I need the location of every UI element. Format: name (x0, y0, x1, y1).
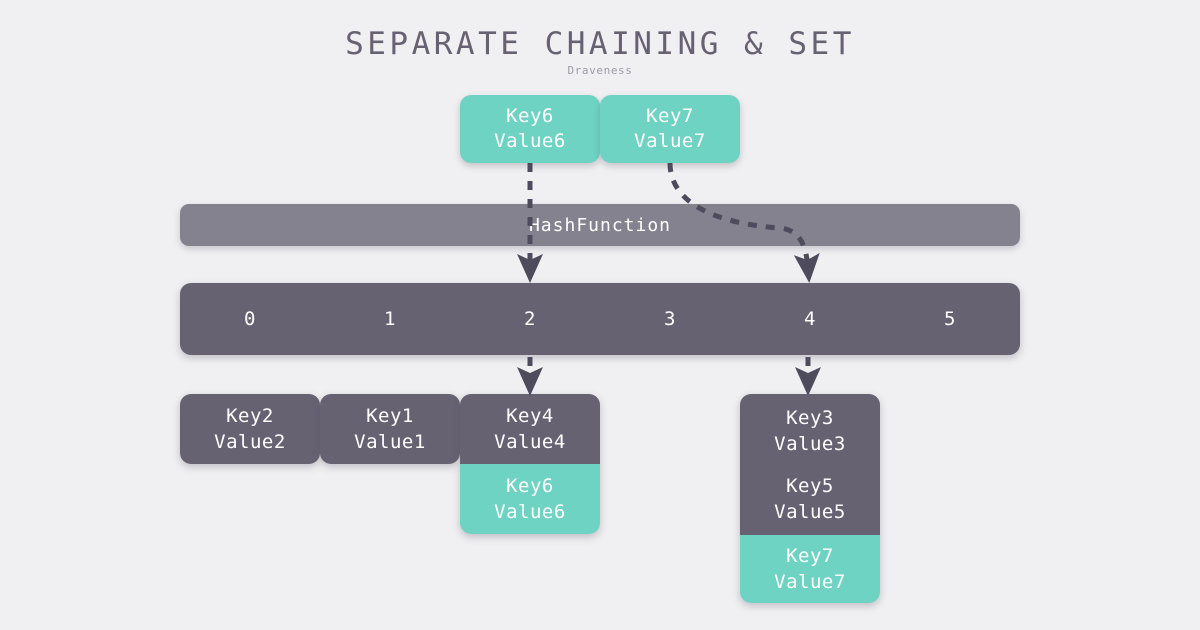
hash-function-bar: HashFunction (180, 204, 1020, 246)
bucket-index-5: 5 (944, 308, 956, 330)
chain-key5-key: Key5 (786, 474, 834, 497)
bucket-cell-5: 5 (880, 283, 1020, 355)
page-title: SEPARATE CHAINING & SET (345, 26, 855, 62)
chain-entry-key1: Key1 Value1 (320, 394, 460, 464)
chain-key2-value: Value2 (214, 431, 286, 453)
page-subtitle: Draveness (567, 64, 633, 77)
chain-key1-key: Key1 (366, 405, 414, 427)
bucket-cell-2: 2 (460, 283, 600, 355)
chain-key3-value: Value3 (774, 432, 846, 455)
input-key6-value: Value6 (494, 130, 566, 152)
bucket-cell-4: 4 (740, 283, 880, 355)
chain-key5-value: Value5 (774, 500, 846, 523)
chain-key2-key: Key2 (226, 405, 274, 427)
hash-function-label: HashFunction (528, 214, 672, 236)
bucket-cell-0: 0 (180, 283, 320, 355)
chain-entries-key3-key5: Key3 Value3 Key5 Value5 (740, 394, 880, 535)
chain-key1-value: Value1 (354, 431, 426, 453)
chain-bucket-1: Key1 Value1 (320, 394, 460, 464)
chain-key4-key: Key4 (506, 405, 554, 427)
chain-key7-value: Value7 (774, 571, 846, 593)
bucket-index-3: 3 (664, 308, 676, 330)
input-key6-key: Key6 (506, 105, 554, 127)
chain-entry-key7: Key7 Value7 (740, 535, 880, 603)
chain-bucket-4: Key3 Value3 Key5 Value5 Key7 Value7 (740, 394, 880, 603)
chain-entry-key4: Key4 Value4 (460, 394, 600, 464)
chain-entry-key6: Key6 Value6 (460, 464, 600, 534)
input-entry-key6: Key6 Value6 (460, 95, 600, 163)
chain-key3-key: Key3 (786, 406, 834, 429)
chain-bucket-0: Key2 Value2 (180, 394, 320, 464)
bucket-array: 0 1 2 3 4 5 (180, 283, 1020, 355)
chain-key6-key: Key6 (506, 475, 554, 497)
input-key7-value: Value7 (634, 130, 706, 152)
bucket-cell-3: 3 (600, 283, 740, 355)
bucket-cell-1: 1 (320, 283, 460, 355)
bucket-index-0: 0 (244, 308, 256, 330)
chain-key7-key: Key7 (786, 545, 834, 567)
bucket-index-4: 4 (804, 308, 816, 330)
chain-bucket-2: Key4 Value4 Key6 Value6 (460, 394, 600, 534)
chain-key6-value: Value6 (494, 501, 566, 523)
input-entry-key7: Key7 Value7 (600, 95, 740, 163)
input-key7-key: Key7 (646, 105, 694, 127)
bucket-index-2: 2 (524, 308, 536, 330)
chain-key4-value: Value4 (494, 431, 566, 453)
bucket-index-1: 1 (384, 308, 396, 330)
chain-entry-key2: Key2 Value2 (180, 394, 320, 464)
